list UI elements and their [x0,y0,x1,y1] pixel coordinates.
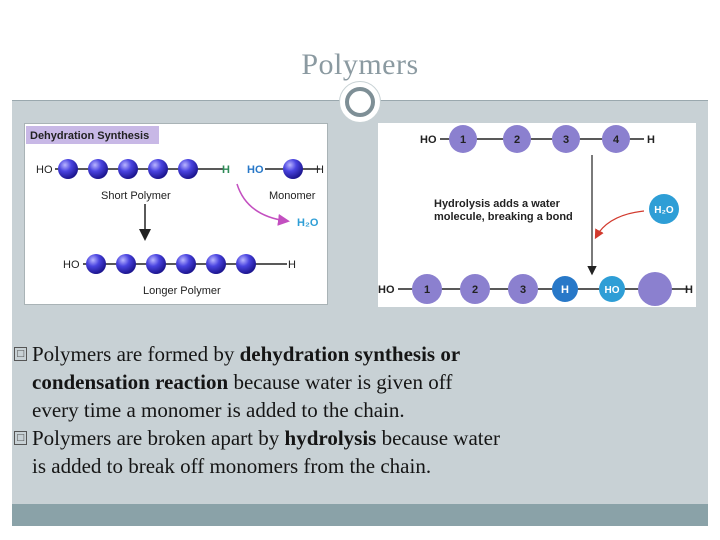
monomer-ball [508,274,538,304]
heading-background [26,126,159,144]
monomer-ball [638,272,672,306]
monomer-ball [236,254,256,274]
monomer-number: 1 [424,284,430,296]
ho-label-bottom: HO [63,259,80,271]
hydroxyl-ball [599,276,625,302]
h-label-bottom: H [685,284,693,296]
heading-text: Dehydration Synthesis [30,130,149,142]
short-polymer-label: Short Polymer [101,190,171,202]
circle-ornament [339,81,381,123]
monomer-ball [58,159,78,179]
ho-label-monomer: HO [247,164,264,176]
hydrolysis-diagram: HO 1 2 3 4 H Hydrolysis adds a water mol… [378,123,696,307]
bullet-item: □ Polymers are broken apart by hydrolysi… [12,424,708,480]
monomer-ball [206,254,226,274]
bullet-bold-text: hydrolysis [284,426,377,450]
footer-bar [12,504,708,526]
ho-label-bottom: HO [378,284,395,296]
monomer-ball [449,125,477,153]
water-label: H₂O [297,217,319,229]
hydrolysis-svg: HO 1 2 3 4 H Hydrolysis adds a water mol… [378,125,693,306]
bullet-text: because water is given off [228,370,453,394]
monomer-number: 3 [563,134,569,146]
h-label-top: H [222,164,230,176]
h-label-mid: H [561,284,569,296]
monomer-number: 1 [460,134,466,146]
hydrogen-ball [552,276,578,302]
bullet-box-icon: □ [14,431,27,445]
monomer-ball [116,254,136,274]
water-add-arrow [594,210,645,240]
hydrolysis-caption-line2: molecule, breaking a bond [434,211,573,223]
slide-title: Polymers [301,48,419,81]
monomer-number: 4 [613,134,620,146]
bullet-text: Polymers are broken apart by [32,426,285,450]
title-divider-right [378,100,708,101]
monomer-number: 3 [520,284,526,296]
monomer-number: 2 [514,134,520,146]
longer-polymer-label: Longer Polymer [143,285,221,297]
monomer-ball [86,254,106,274]
ho-label-top: HO [36,164,53,176]
monomer-ball [460,274,490,304]
monomer-ball [178,159,198,179]
ho-label-top: HO [420,134,437,146]
h-label-top: H [647,134,655,146]
monomer-number: 2 [472,284,478,296]
bullet-box-icon: □ [14,347,27,361]
bullet-bold-text: dehydration synthesis or [239,342,461,366]
dehydration-svg: Dehydration Synthesis HO H HO H Short Po… [26,126,324,297]
bullet-item: □ Polymers are formed by dehydration syn… [12,340,708,424]
monomer-ball [283,159,303,179]
monomer-ball [176,254,196,274]
dehydration-diagram: Dehydration Synthesis HO H HO H Short Po… [24,123,328,305]
monomer-label: Monomer [269,190,316,202]
circle-ring-icon [345,87,375,117]
h-label-bottom: H [288,259,296,271]
bullet-bold-text: condensation reaction [32,370,229,394]
water-label: H₂O [654,205,674,216]
monomer-ball [118,159,138,179]
monomer-ball [412,274,442,304]
water-release-arrow [236,183,290,226]
monomer-ball [503,125,531,153]
bullet-text: because water [376,426,500,450]
water-bubble [649,194,679,224]
bullet-list: □ Polymers are formed by dehydration syn… [12,340,708,480]
ho-label-mid: HO [605,285,620,296]
bullet-text: every time a monomer is added to the cha… [32,398,405,422]
monomer-ball [146,254,166,274]
monomer-ball [602,125,630,153]
monomer-ball [148,159,168,179]
monomer-ball [552,125,580,153]
monomer-ball [88,159,108,179]
bullet-text: Polymers are formed by [32,342,240,366]
title-divider-left [12,100,342,101]
h-label-monomer: H [316,164,324,176]
hydrolysis-caption-line1: Hydrolysis adds a water [434,198,561,210]
bullet-text: is added to break off monomers from the … [32,454,432,478]
